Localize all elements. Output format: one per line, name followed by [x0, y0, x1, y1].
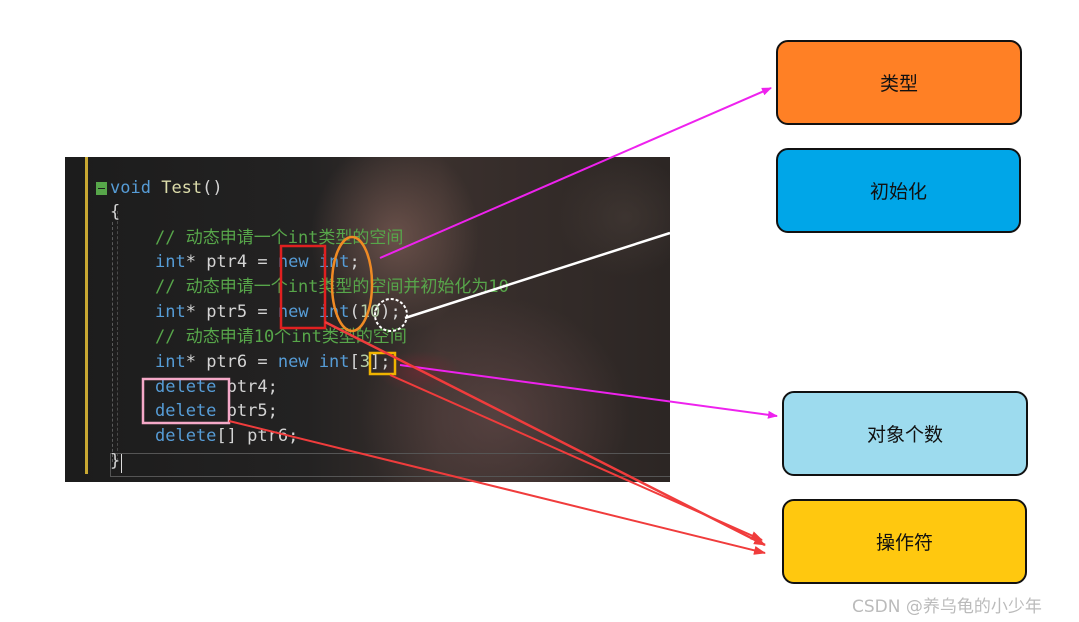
code-token: int	[318, 302, 350, 322]
code-line: // 动态申请一个int类型的空间并初始化为10	[155, 275, 509, 299]
init-arrow	[404, 231, 671, 320]
type-label: 类型	[879, 73, 918, 95]
code-line: }	[110, 449, 120, 473]
code-line: delete[] ptr6;	[155, 424, 298, 448]
init-label: 初始化	[869, 181, 927, 203]
code-token: 3	[359, 352, 371, 372]
code-token: }	[110, 451, 121, 471]
code-token: new	[277, 302, 309, 322]
count-label: 对象个数	[866, 424, 943, 446]
delete-keyword-highlight	[141, 377, 231, 425]
code-token: // 动态申请一个int类型的空间并初始化为10	[155, 277, 509, 297]
code-token: ];	[370, 352, 391, 372]
code-line: int* ptr5 = new int(10);	[155, 300, 401, 324]
code-token: ()	[202, 178, 223, 198]
code-token: Test	[161, 178, 203, 198]
code-line: delete ptr4;	[155, 375, 278, 399]
code-token: ptr5;	[216, 401, 278, 421]
current-line-highlight	[110, 453, 670, 477]
count-highlight	[368, 351, 397, 376]
code-token: (	[349, 302, 360, 322]
count-arrow	[399, 364, 778, 419]
indent-guide-inner	[112, 222, 113, 462]
code-line: delete ptr5;	[155, 399, 278, 423]
text-cursor	[121, 454, 122, 473]
code-token: new	[277, 352, 309, 372]
code-token: ptr4;	[216, 377, 278, 397]
code-token: );	[380, 302, 401, 322]
code-line: int* ptr6 = new int[3];	[155, 350, 391, 374]
code-line: {	[110, 200, 120, 224]
code-token: int	[155, 352, 186, 372]
code-token: delete	[155, 377, 217, 397]
code-token: int	[155, 252, 186, 272]
operator-label: 操作符	[875, 532, 933, 554]
code-token: int	[155, 302, 186, 322]
code-line: // 动态申请一个int类型的空间	[155, 226, 403, 250]
code-token: // 动态申请一个int类型的空间	[155, 228, 404, 248]
operator-label-box: 操作符	[782, 499, 1027, 584]
code-line: int* ptr4 = new int;	[155, 250, 360, 274]
operator-arrow-delete	[228, 420, 766, 555]
gutter-change-bar	[85, 157, 88, 474]
code-token: * ptr4 =	[185, 252, 278, 272]
code-token: delete	[155, 426, 217, 446]
code-token: * ptr6 =	[185, 352, 278, 372]
indent-guide	[117, 211, 118, 461]
code-token: delete	[155, 401, 217, 421]
code-editor-panel	[65, 157, 670, 482]
code-token: new	[277, 252, 309, 272]
code-token: * ptr5 =	[185, 302, 278, 322]
count-label-box: 对象个数	[782, 391, 1028, 476]
code-line: void Test()	[110, 176, 223, 200]
code-token: [	[349, 352, 360, 372]
type-arrow	[379, 87, 772, 259]
code-token: {	[110, 202, 121, 222]
code-token: int	[318, 352, 350, 372]
watermark: CSDN @养乌龟的小少年	[852, 597, 1042, 617]
code-token: void	[110, 178, 151, 198]
new-keyword-highlight	[279, 244, 327, 330]
operator-arrow-new-arr	[389, 374, 763, 541]
type-label-box: 类型	[776, 40, 1022, 125]
code-token: [] ptr6;	[216, 426, 299, 446]
int-type-highlight	[330, 235, 374, 333]
collapse-icon[interactable]	[96, 182, 107, 195]
init-value-highlight	[374, 298, 408, 332]
init-label-box: 初始化	[776, 148, 1021, 233]
code-token: ;	[349, 252, 360, 272]
